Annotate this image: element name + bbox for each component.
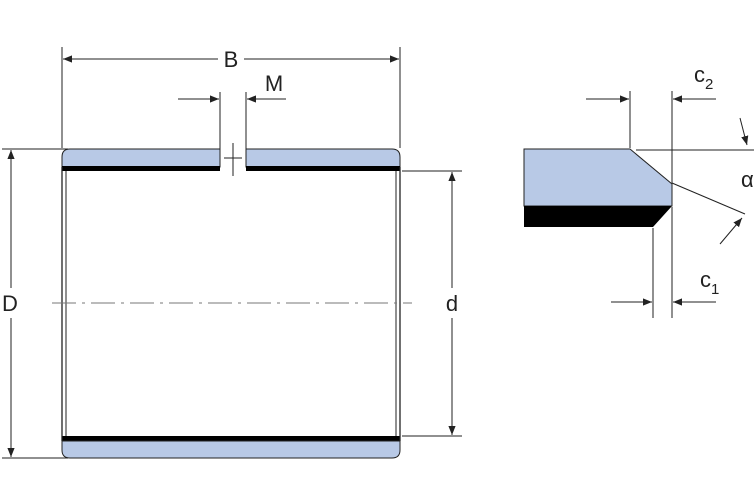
top-liner-left: [62, 166, 220, 171]
bottom-wall: [61, 440, 401, 459]
dimension-m: M: [178, 71, 286, 166]
dimension-d-inner: d: [402, 170, 462, 437]
dimension-b: B: [61, 47, 401, 148]
dimension-label-m: M: [265, 71, 283, 96]
dimension-label-alpha: α: [741, 167, 754, 192]
c1-index: 1: [711, 281, 719, 298]
detail-wall: [523, 148, 673, 207]
detail-liner: [524, 206, 672, 227]
top-liner-right: [246, 166, 400, 171]
dimension-label-inner-diameter: d: [446, 291, 458, 316]
c2-letter: c: [694, 62, 705, 87]
dimension-d-outer: D: [2, 148, 68, 459]
top-wall: [61, 148, 221, 168]
c1-letter: c: [700, 267, 711, 292]
dimension-label-outer-diameter: D: [2, 291, 18, 316]
dimension-label-c1: c1: [700, 267, 719, 298]
bottom-liner: [62, 436, 400, 441]
dimension-label-b: B: [224, 47, 239, 72]
top-wall-right: [245, 148, 401, 168]
dimension-label-c2: c2: [694, 62, 713, 93]
chamfer-detail: c2 α c1: [523, 62, 754, 318]
bushing-side-view: [52, 143, 412, 459]
c2-index: 2: [705, 76, 713, 93]
